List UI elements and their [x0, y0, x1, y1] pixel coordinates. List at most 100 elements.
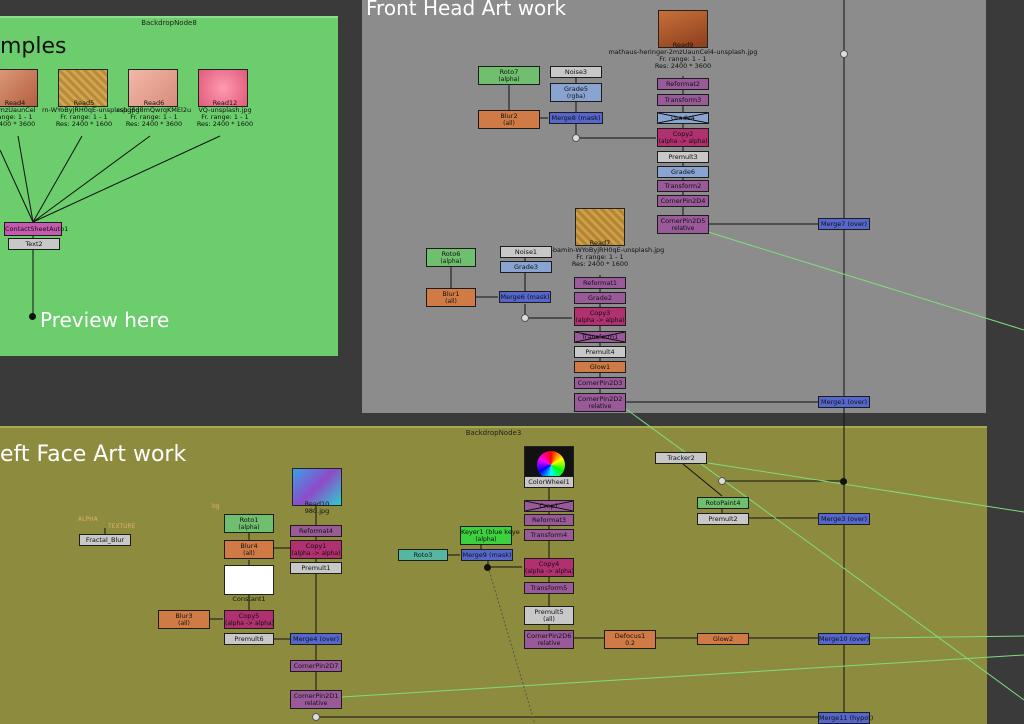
- node-sublabel: (alpha -> alpha): [525, 568, 574, 575]
- copy5-node[interactable]: Copy5(alpha -> alpha): [224, 610, 274, 629]
- text2-node[interactable]: Text2: [8, 238, 60, 250]
- crop1-node[interactable]: Crop1: [524, 500, 574, 512]
- read5-thumbnail[interactable]: [58, 69, 108, 107]
- grade3-node[interactable]: Grade3: [500, 261, 552, 273]
- roto3-node[interactable]: Roto3: [398, 549, 448, 561]
- transform5-node[interactable]: Transform5: [524, 582, 574, 594]
- dot-node[interactable]: [718, 477, 726, 485]
- node-sublabel: (alpha): [498, 76, 520, 83]
- backdrop-title: Front Head Art work: [366, 0, 567, 20]
- read7-file: ierre-bamin-WYoByjRH0qE-unsplash.jpg: [535, 246, 665, 254]
- node-label: Copy5: [238, 612, 260, 620]
- transform2-node[interactable]: Transform2: [657, 180, 709, 192]
- merge6-node[interactable]: Merge6 (mask): [499, 291, 551, 303]
- read6-thumbnail[interactable]: [128, 69, 178, 107]
- roto6-node[interactable]: Roto6(alpha): [426, 248, 476, 267]
- fractal-blur-node[interactable]: Fractal_Blur: [79, 534, 131, 546]
- glow2-node[interactable]: Glow2: [697, 633, 749, 645]
- transform1-node[interactable]: Transform1: [574, 331, 626, 343]
- grade6-node[interactable]: Grade6: [657, 166, 709, 178]
- constant1-thumbnail[interactable]: [224, 565, 274, 595]
- merge4-node[interactable]: Merge4 (over): [290, 633, 342, 645]
- merge10-node[interactable]: Merge10 (over): [818, 633, 870, 645]
- grade5-node[interactable]: Grade5(rgba): [550, 83, 602, 102]
- blur3-node[interactable]: Blur3(all): [158, 610, 210, 629]
- read10-thumbnail[interactable]: [292, 468, 342, 506]
- reformat4-node[interactable]: Reformat4: [290, 525, 342, 537]
- blur4-node[interactable]: Blur4(all): [224, 540, 274, 559]
- read12-thumbnail[interactable]: [198, 69, 248, 107]
- premult5-node[interactable]: Premult5(all): [524, 606, 574, 625]
- premult3-node[interactable]: Premult3: [657, 151, 709, 163]
- merge8-node[interactable]: Merge8 (mask): [549, 112, 603, 124]
- merge1-node[interactable]: Merge1 (over): [818, 396, 870, 408]
- cornerpin2d3-node[interactable]: CornerPin2D3: [574, 377, 626, 389]
- transform3-node[interactable]: Transform3: [657, 94, 709, 106]
- node-sublabel: relative: [671, 225, 695, 232]
- color-wheel-icon: [537, 451, 565, 479]
- grade2-node[interactable]: Grade2: [574, 292, 626, 304]
- node-label: CornerPin2D5: [660, 217, 706, 225]
- read9-thumbnail[interactable]: [658, 10, 708, 48]
- node-sublabel: relative: [304, 700, 328, 707]
- blur1-node[interactable]: Blur1(all): [426, 288, 476, 307]
- noise1-node[interactable]: Noise1: [500, 246, 552, 258]
- merge9-node[interactable]: Merge9 (mask): [461, 549, 513, 561]
- keyer1-node[interactable]: Keyer1 (blue keye(alpha): [460, 526, 520, 545]
- reformat2-node[interactable]: Reformat2: [657, 78, 709, 90]
- node-label: Roto6: [441, 250, 461, 258]
- read4-thumbnail[interactable]: [0, 69, 38, 107]
- dot-node[interactable]: [484, 564, 491, 571]
- copy1-node[interactable]: Copy1(alpha -> alpha): [290, 540, 342, 559]
- node-sublabel: (all): [503, 120, 515, 127]
- read6-range: Fr. range: 1 - 1: [130, 113, 178, 121]
- backdrop-left-face[interactable]: BackdropNode3 eft Face Art work: [0, 426, 987, 724]
- roto1-node[interactable]: Roto1(alpha): [224, 514, 274, 533]
- read7-range: Fr. range: 1 - 1: [576, 253, 624, 261]
- read12-name: Read12: [212, 99, 238, 107]
- cornerpin2d7-node[interactable]: CornerPin2D7: [290, 660, 342, 672]
- dot-node[interactable]: [312, 713, 320, 721]
- cornerpin2d4-node[interactable]: CornerPin2D4: [657, 195, 709, 207]
- copy2-node[interactable]: Copy2(alpha -> alpha): [657, 128, 709, 147]
- colorwheel1-node[interactable]: ColorWheel1: [524, 476, 574, 488]
- noise3-node[interactable]: Noise3: [550, 66, 602, 78]
- viewer-dot-icon[interactable]: [29, 313, 36, 320]
- contact-sheet-node[interactable]: ContactSheetAuto1: [4, 222, 68, 236]
- glow1-node[interactable]: Glow1: [574, 361, 626, 373]
- dot-node[interactable]: [521, 314, 529, 322]
- read7-res: Res: 2400 * 1600: [571, 260, 629, 268]
- grade4-node[interactable]: Grade4: [657, 112, 709, 124]
- node-sublabel: (alpha -> alpha): [225, 620, 274, 627]
- merge11-node[interactable]: Merge11 (hypot): [818, 712, 874, 724]
- copy3-node[interactable]: Copy3(alpha -> alpha): [574, 307, 626, 326]
- read12-label: Read12 VQ-unsplash.jpg Fr. range: 1 - 1 …: [190, 100, 260, 128]
- dot-node[interactable]: [840, 50, 848, 58]
- copy4-node[interactable]: Copy4(alpha -> alpha): [524, 558, 574, 577]
- node-label: CornerPin2D1: [293, 692, 339, 700]
- bg-annotation: bg: [212, 503, 220, 510]
- backdrop-name: BackdropNode8: [141, 19, 197, 27]
- premult1-node[interactable]: Premult1: [290, 562, 342, 574]
- reformat1-node[interactable]: Reformat1: [574, 277, 626, 289]
- dot-node[interactable]: [572, 134, 580, 142]
- premult2-node[interactable]: Premult2: [697, 513, 749, 525]
- read10-name: Read10: [304, 500, 330, 508]
- reformat3-node[interactable]: Reformat3: [524, 514, 574, 526]
- premult6-node[interactable]: Premult6: [224, 633, 274, 645]
- roto7-node[interactable]: Roto7(alpha): [478, 66, 540, 85]
- read7-thumbnail[interactable]: [575, 208, 625, 246]
- rotopaint4-node[interactable]: RotoPaint4: [697, 497, 749, 509]
- transform4-node[interactable]: Transform4: [524, 529, 574, 541]
- premult4-node[interactable]: Premult4: [574, 346, 626, 358]
- merge7-node[interactable]: Merge7 (over): [818, 218, 870, 230]
- dot-node[interactable]: [840, 478, 847, 485]
- blur2-node[interactable]: Blur2(all): [478, 110, 540, 129]
- merge3-node[interactable]: Merge3 (over): [818, 513, 870, 525]
- tracker2-node[interactable]: Tracker2: [655, 452, 707, 464]
